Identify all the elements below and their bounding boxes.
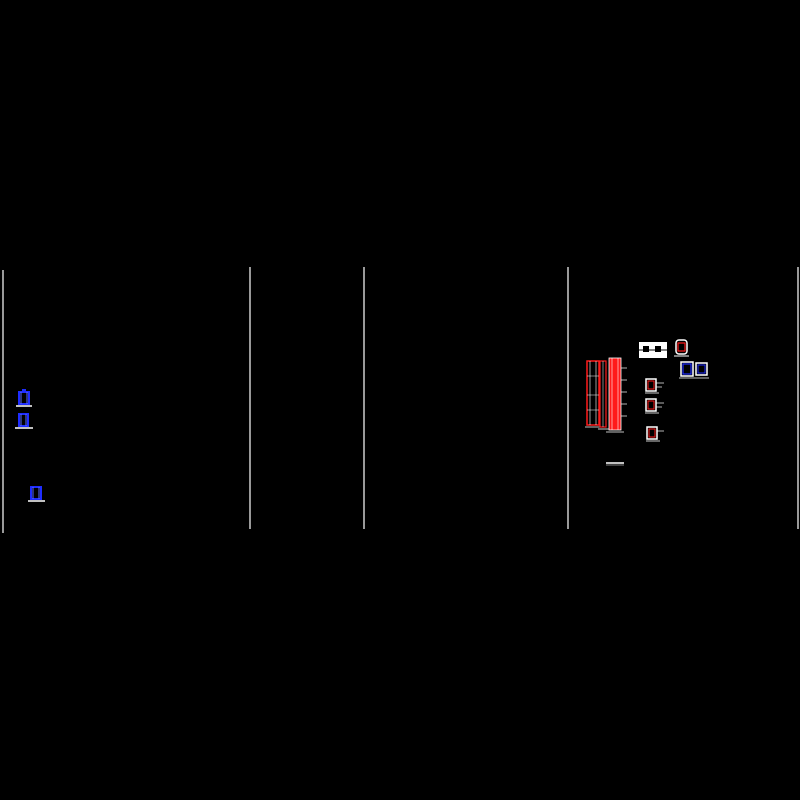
panel-4-details <box>585 339 709 466</box>
column-elevation-1 <box>585 360 602 428</box>
column-elevation-3 <box>606 357 627 433</box>
scale-bar <box>606 462 624 466</box>
blue-detail-b <box>15 413 33 429</box>
plan-detail-top <box>637 342 669 358</box>
blue-detail-c <box>28 486 45 502</box>
section-detail-1 <box>645 378 664 394</box>
column-elevation-2 <box>598 360 610 430</box>
box-detail-pair <box>679 361 709 379</box>
blue-detail-a <box>16 389 32 407</box>
sheet-dividers <box>2 267 799 533</box>
section-detail-2 <box>645 398 664 414</box>
panel-1-details <box>15 389 45 502</box>
section-detail-3 <box>646 426 664 442</box>
round-detail <box>674 339 689 357</box>
